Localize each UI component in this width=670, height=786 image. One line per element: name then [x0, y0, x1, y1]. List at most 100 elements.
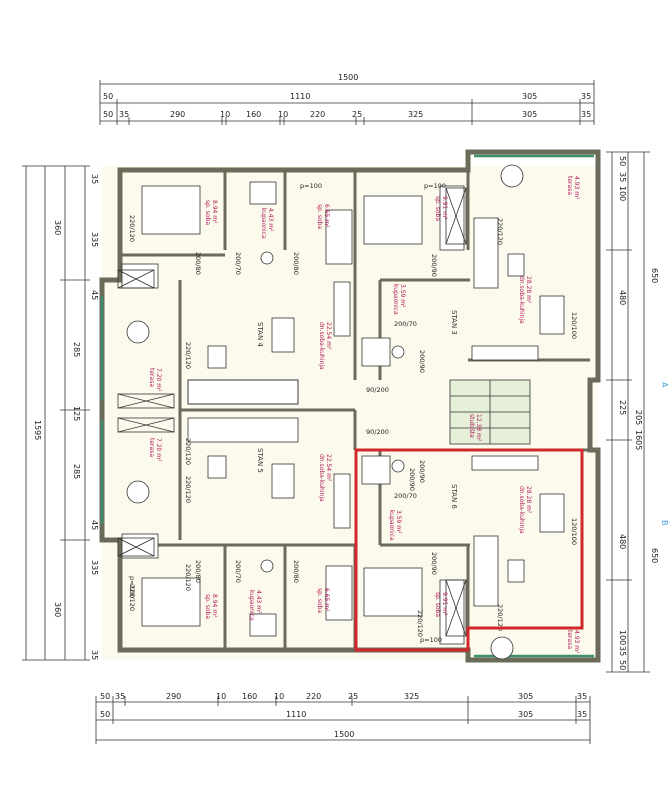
svg-text:4.43 m²: 4.43 m²	[267, 208, 274, 232]
dim-top-row3: 50 35 290 10 160 10 220 25 325 305 35	[103, 110, 591, 119]
shower	[249, 181, 277, 205]
door-tag: 220/120	[496, 218, 504, 245]
dim-right-total: 1605	[634, 430, 643, 450]
svg-text:dn.soba-kuhinja: dn.soba-kuhinja	[518, 276, 525, 324]
svg-text:50: 50	[618, 660, 627, 670]
svg-text:305: 305	[522, 92, 537, 101]
wardrobe	[121, 533, 159, 559]
svg-text:100: 100	[618, 630, 627, 645]
svg-text:terasa: terasa	[148, 368, 155, 387]
door-tag: 200/80	[194, 560, 202, 583]
svg-text:335: 335	[90, 560, 99, 575]
door-tag: 220/120	[184, 476, 192, 503]
svg-text:325: 325	[408, 110, 423, 119]
svg-text:6.65 m²: 6.65 m²	[323, 204, 330, 228]
side-mark-a: A	[660, 382, 669, 388]
kitchen-counter	[333, 473, 351, 529]
svg-text:35: 35	[119, 110, 129, 119]
terrace-table	[500, 164, 524, 188]
svg-text:285: 285	[72, 342, 81, 357]
dim-left-total: 1595	[33, 420, 42, 440]
svg-text:22.54 m²: 22.54 m²	[325, 322, 332, 350]
svg-text:45: 45	[90, 290, 99, 300]
shower	[361, 337, 391, 367]
bed	[363, 195, 423, 245]
svg-text:35: 35	[618, 172, 627, 182]
svg-text:480: 480	[618, 290, 627, 305]
svg-text:10: 10	[220, 110, 230, 119]
bed	[141, 577, 201, 627]
storage-boxes	[117, 187, 467, 637]
wardrobe	[439, 579, 465, 645]
shower	[361, 455, 391, 485]
toilet	[260, 559, 274, 573]
svg-text:35: 35	[581, 92, 591, 101]
kitchen-counter	[471, 455, 539, 471]
door-tag: p=100	[300, 182, 322, 190]
svg-text:285: 285	[72, 464, 81, 479]
svg-text:3.59 m²: 3.59 m²	[395, 510, 402, 534]
svg-text:12.38 m²: 12.38 m²	[475, 414, 482, 442]
svg-text:650: 650	[650, 268, 659, 283]
svg-text:35: 35	[618, 646, 627, 656]
door-tag: 200/80	[292, 560, 300, 583]
sofa	[473, 217, 499, 289]
svg-text:50: 50	[100, 692, 110, 701]
svg-text:290: 290	[170, 110, 185, 119]
svg-text:8.94 m²: 8.94 m²	[211, 594, 218, 618]
svg-text:35: 35	[581, 110, 591, 119]
door-tag: 120/100	[570, 518, 578, 545]
svg-text:dn.soba-kuhinja: dn.soba-kuhinja	[318, 322, 325, 370]
dim-right-col: 50 35 100 650 480 225 205 480 650 100 35…	[618, 156, 659, 670]
terrace-table	[126, 480, 150, 504]
highlight-outline-stan6	[354, 448, 584, 652]
svg-text:1110: 1110	[286, 710, 306, 719]
door-tag: 220/120	[496, 604, 504, 631]
svg-text:160: 160	[242, 692, 257, 701]
svg-text:9.91 m²: 9.91 m²	[441, 592, 448, 616]
svg-text:terasa: terasa	[566, 630, 573, 649]
coffee-table	[207, 455, 227, 479]
bed	[141, 185, 201, 235]
svg-text:335: 335	[90, 232, 99, 247]
door-tags: 220/120 200/80 200/70 200/80 p=100 p=100…	[128, 182, 578, 644]
door-tag: 220/120	[184, 438, 192, 465]
svg-text:50: 50	[100, 710, 110, 719]
svg-text:dn.soba-kuhinja: dn.soba-kuhinja	[518, 486, 525, 534]
toilet	[260, 251, 274, 265]
svg-text:50: 50	[618, 156, 627, 166]
coffee-table	[207, 345, 227, 369]
door-tag: 220/120	[128, 584, 136, 611]
bed	[363, 567, 423, 617]
svg-text:220: 220	[306, 692, 321, 701]
svg-text:kupaonica: kupaonica	[260, 208, 267, 239]
door-tag: 220/120	[128, 215, 136, 242]
apartment-label: STAN 3	[450, 310, 458, 335]
svg-text:25: 25	[352, 110, 362, 119]
svg-text:sp. soba: sp. soba	[316, 204, 323, 229]
wardrobe	[439, 185, 465, 251]
dining-table	[539, 493, 565, 533]
door-tag: 200/80	[194, 252, 202, 275]
coffee-table	[507, 253, 525, 277]
svg-text:50: 50	[103, 92, 113, 101]
left-dimensions	[22, 165, 90, 661]
svg-text:360: 360	[53, 220, 62, 235]
svg-text:sp. soba: sp. soba	[434, 592, 441, 617]
shower	[249, 613, 277, 637]
svg-text:100: 100	[618, 186, 627, 201]
dim-top-row2: 50 1110 305 35	[103, 92, 591, 101]
svg-text:sp. soba: sp. soba	[316, 588, 323, 613]
door-tag: 200/90	[430, 254, 438, 277]
dim-left-col: 35 360 335 45 285 125 285 45 335 360 35	[53, 174, 99, 660]
svg-text:35: 35	[115, 692, 125, 701]
svg-text:35: 35	[90, 650, 99, 660]
door-tag: 200/70	[234, 252, 242, 275]
